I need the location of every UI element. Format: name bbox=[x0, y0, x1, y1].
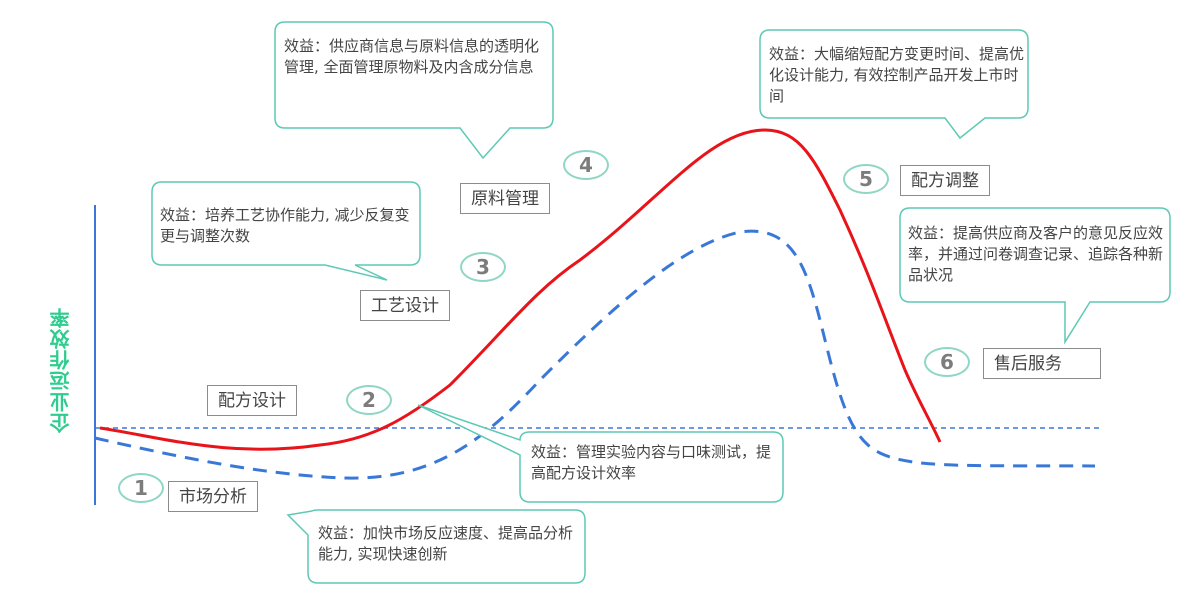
stage-label-2: 配方设计 bbox=[207, 385, 297, 416]
callout-bubble-3 bbox=[151, 181, 421, 281]
solid-efficiency-curve bbox=[99, 128, 942, 451]
benefit-text-6: 效益：提高供应商及客户的意见反应效率，并通过问卷调查记录、追踪各种新品状况 bbox=[908, 224, 1164, 284]
dashed-efficiency-curve bbox=[94, 229, 1096, 480]
stage-label-4: 原料管理 bbox=[460, 183, 550, 214]
callout-bubble-1 bbox=[286, 509, 586, 584]
callout-bubble-4 bbox=[274, 21, 554, 160]
stage-number-4: 4 bbox=[563, 150, 609, 180]
stage-label-1: 市场分析 bbox=[168, 481, 258, 512]
stage-number-2: 2 bbox=[346, 385, 392, 415]
callout-bubble-2 bbox=[417, 404, 784, 503]
y-axis-label-text: 企业运作效率 bbox=[48, 307, 73, 433]
y-axis-label: 企业运作效率 bbox=[40, 300, 80, 440]
benefit-text-3: 效益：培养工艺协作能力, 减少反复变更与调整次数 bbox=[160, 206, 410, 245]
stage-label-5: 配方调整 bbox=[900, 165, 990, 196]
benefit-text-4: 效益：供应商信息与原料信息的透明化管理, 全面管理原物料及内含成分信息 bbox=[284, 37, 540, 76]
callout-bubble-5 bbox=[759, 29, 1029, 140]
stage-number-5: 5 bbox=[843, 164, 889, 194]
stage-number-1: 1 bbox=[118, 473, 164, 503]
stage-label-6: 售后服务 bbox=[983, 348, 1101, 379]
stage-number-3: 3 bbox=[460, 252, 506, 282]
benefit-text-2: 效益：管理实验内容与口味测试，提高配方设计效率 bbox=[531, 443, 772, 482]
stage-number-6: 6 bbox=[924, 347, 970, 377]
benefit-text-5: 效益：大幅缩短配方变更时间、提高优化设计能力, 有效控制产品开发上市时间 bbox=[769, 45, 1025, 105]
benefit-text-1: 效益：加快市场反应速度、提高品分析能力, 实现快速创新 bbox=[318, 524, 574, 563]
stage-label-3: 工艺设计 bbox=[360, 290, 450, 321]
callout-bubble-6 bbox=[899, 207, 1171, 345]
